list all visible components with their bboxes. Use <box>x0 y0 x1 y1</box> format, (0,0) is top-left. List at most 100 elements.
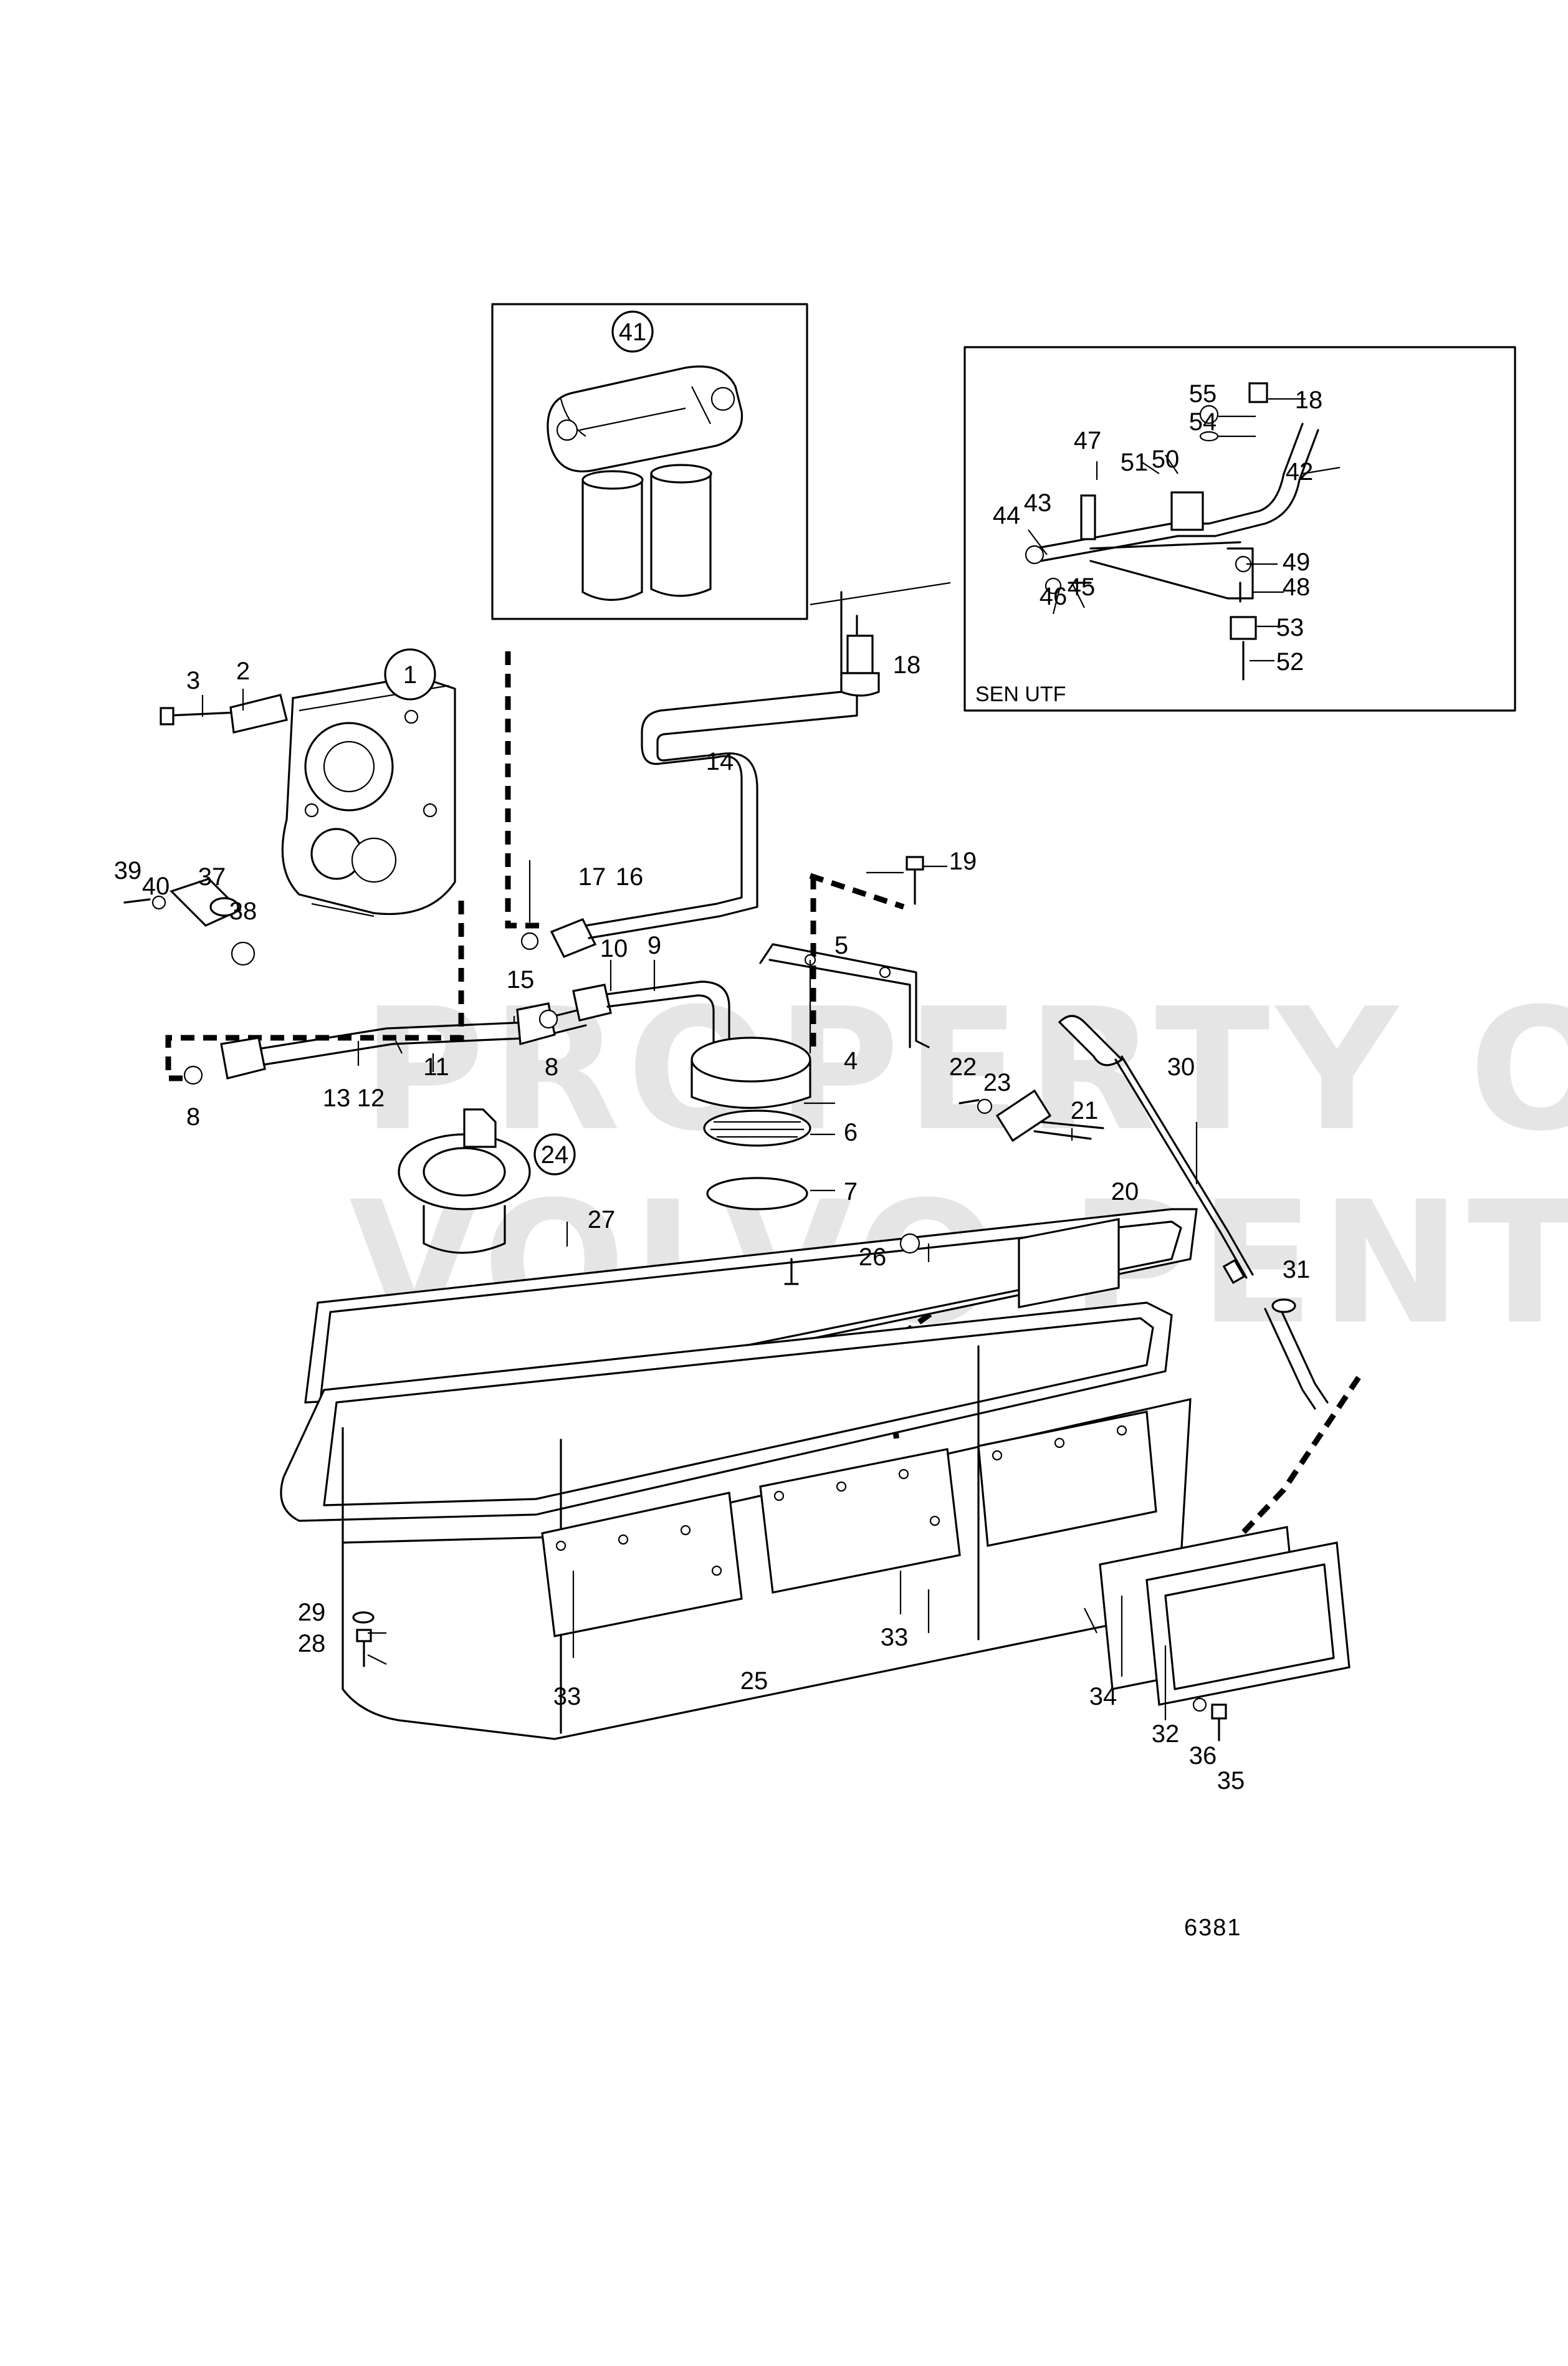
callout-3[interactable]: 3 <box>186 667 200 694</box>
svg-text:28: 28 <box>298 1630 326 1657</box>
svg-text:53: 53 <box>1276 614 1304 641</box>
callout-14[interactable]: 14 <box>706 748 734 775</box>
svg-text:4: 4 <box>844 1047 858 1075</box>
callout-21[interactable]: 21 <box>1071 1097 1099 1124</box>
svg-text:43: 43 <box>1024 489 1052 517</box>
callout-39[interactable]: 39 <box>114 857 142 884</box>
callout-51[interactable]: 51 <box>1121 449 1149 476</box>
callout-41[interactable]: 41 <box>611 310 654 353</box>
callout-4[interactable]: 4 <box>844 1047 858 1075</box>
svg-text:54: 54 <box>1189 408 1217 436</box>
callout-54[interactable]: 54 <box>1189 408 1217 436</box>
callout-34[interactable]: 34 <box>1089 1683 1117 1710</box>
svg-text:33: 33 <box>881 1624 909 1651</box>
svg-text:19: 19 <box>949 848 977 875</box>
callout-19[interactable]: 19 <box>949 848 977 875</box>
callout-2[interactable]: 2 <box>236 658 250 685</box>
svg-text:40: 40 <box>142 873 170 900</box>
callout-27[interactable]: 27 <box>588 1206 616 1233</box>
inset-caption: SEN UTF <box>975 682 1066 706</box>
svg-text:50: 50 <box>1152 446 1180 473</box>
pressure-pipe <box>958 1089 1104 1142</box>
callout-9[interactable]: 9 <box>648 932 661 959</box>
callout-45[interactable]: 45 <box>1068 573 1096 601</box>
callout-17[interactable]: 17 <box>578 863 606 891</box>
callout-55[interactable]: 55 <box>1189 380 1217 408</box>
callout-46[interactable]: 46 <box>1040 583 1068 610</box>
callout-40[interactable]: 40 <box>142 873 170 900</box>
pressure-relief-valve <box>398 1108 531 1254</box>
callout-48[interactable]: 48 <box>1283 573 1311 601</box>
callout-10[interactable]: 10 <box>600 935 628 962</box>
callout-15[interactable]: 15 <box>507 966 535 994</box>
callout-36[interactable]: 36 <box>1189 1742 1217 1770</box>
bolt-19 <box>906 856 924 905</box>
svg-text:49: 49 <box>1283 548 1311 576</box>
callout-18b[interactable]: 18 <box>1295 386 1323 414</box>
callout-33b[interactable]: 33 <box>553 1683 581 1710</box>
svg-text:39: 39 <box>114 857 142 884</box>
callout-8b[interactable]: 8 <box>186 1103 200 1131</box>
svg-text:55: 55 <box>1189 380 1217 408</box>
callout-5[interactable]: 5 <box>834 932 848 959</box>
svg-text:44: 44 <box>993 502 1021 529</box>
callout-44[interactable]: 44 <box>993 502 1021 529</box>
callout-28[interactable]: 28 <box>298 1630 326 1657</box>
callout-33a[interactable]: 33 <box>881 1624 909 1651</box>
svg-text:15: 15 <box>507 966 535 994</box>
callout-22[interactable]: 22 <box>949 1053 977 1081</box>
callout-49[interactable]: 49 <box>1283 548 1311 576</box>
svg-text:36: 36 <box>1189 1742 1217 1770</box>
callout-26[interactable]: 26 <box>859 1243 887 1271</box>
callout-37[interactable]: 37 <box>198 863 226 891</box>
callout-23[interactable]: 23 <box>983 1069 1011 1096</box>
svg-text:46: 46 <box>1040 583 1068 610</box>
oil-strainer <box>691 943 930 1210</box>
callout-42[interactable]: 42 <box>1286 458 1314 486</box>
inset-pipe-drawing <box>1025 382 1341 681</box>
svg-text:41: 41 <box>619 318 647 346</box>
callout-8a[interactable]: 8 <box>545 1053 558 1081</box>
oil-pump <box>281 675 456 917</box>
callout-6[interactable]: 6 <box>844 1119 858 1146</box>
callout-7[interactable]: 7 <box>844 1178 858 1205</box>
callout-18a[interactable]: 18 <box>893 651 921 679</box>
svg-text:30: 30 <box>1167 1053 1195 1081</box>
callout-32[interactable]: 32 <box>1152 1720 1180 1748</box>
callout-43[interactable]: 43 <box>1024 489 1052 517</box>
svg-text:16: 16 <box>616 863 644 891</box>
svg-text:26: 26 <box>859 1243 887 1271</box>
svg-text:20: 20 <box>1111 1178 1139 1205</box>
callout-53[interactable]: 53 <box>1276 614 1304 641</box>
svg-text:32: 32 <box>1152 1720 1180 1748</box>
callout-25[interactable]: 25 <box>740 1667 768 1695</box>
callout-31[interactable]: 31 <box>1283 1256 1311 1283</box>
svg-text:25: 25 <box>740 1667 768 1695</box>
callout-52[interactable]: 52 <box>1276 648 1304 676</box>
callout-12[interactable]: 12 <box>357 1085 385 1112</box>
callout-13[interactable]: 13 <box>323 1085 351 1112</box>
svg-text:11: 11 <box>423 1053 449 1081</box>
callout-35[interactable]: 35 <box>1217 1767 1245 1794</box>
svg-text:47: 47 <box>1074 427 1102 454</box>
svg-text:8: 8 <box>186 1103 200 1131</box>
svg-text:18: 18 <box>1295 386 1323 414</box>
oil-pan <box>280 1218 1192 1740</box>
callout-11[interactable]: 11 <box>423 1053 449 1081</box>
svg-text:14: 14 <box>706 748 734 775</box>
callout-50[interactable]: 50 <box>1152 446 1180 473</box>
svg-text:1: 1 <box>403 661 417 689</box>
callout-1[interactable]: 1 <box>384 648 436 701</box>
callout-47[interactable]: 47 <box>1074 427 1102 454</box>
svg-text:2: 2 <box>236 658 250 685</box>
dipstick <box>1058 1015 1329 1410</box>
callout-20[interactable]: 20 <box>1111 1178 1139 1205</box>
callout-30[interactable]: 30 <box>1167 1053 1195 1081</box>
svg-text:22: 22 <box>949 1053 977 1081</box>
callout-24[interactable]: 24 <box>533 1133 576 1176</box>
svg-text:27: 27 <box>588 1206 616 1233</box>
callout-16[interactable]: 16 <box>616 863 644 891</box>
callout-29[interactable]: 29 <box>298 1599 326 1626</box>
callout-38[interactable]: 38 <box>229 898 257 925</box>
